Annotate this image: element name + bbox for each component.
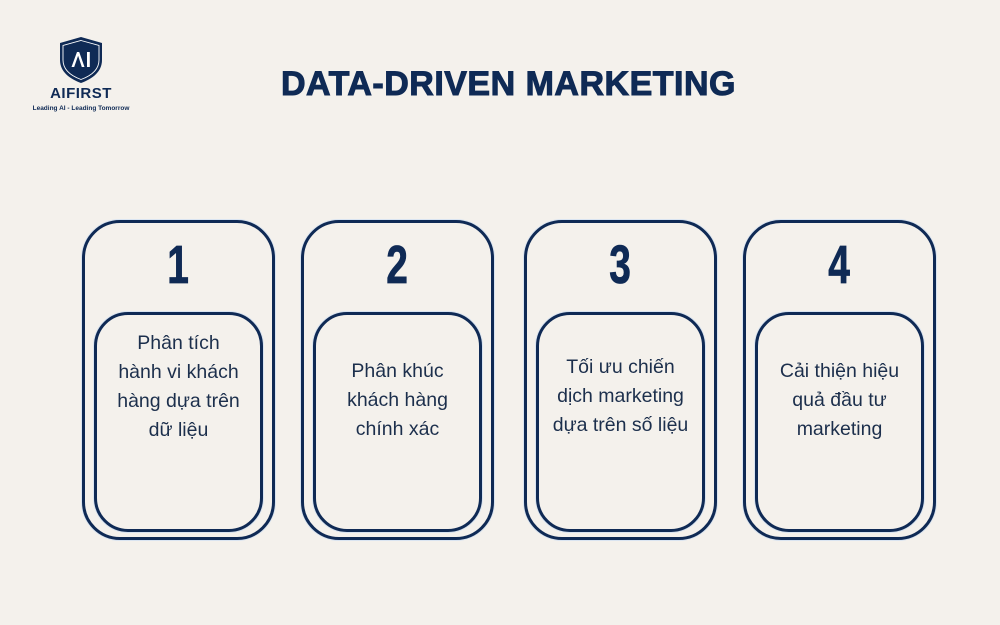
step-number: 4 <box>828 235 851 295</box>
shield-logo-icon <box>60 37 102 83</box>
step-text-line: hàng dựa trên <box>117 390 240 412</box>
step-card-2: 2 Phân khúc khách hàng chính xác <box>301 220 494 540</box>
step-text: Tối ưu chiến dịch marketing dựa trên số … <box>541 353 700 440</box>
aifirst-logo: AIFIRST Leading AI - Leading Tomorrow <box>26 36 136 113</box>
step-text-line: Phân tích <box>137 332 220 354</box>
step-card-3: 3 Tối ưu chiến dịch marketing dựa trên s… <box>524 220 717 540</box>
step-number: 2 <box>386 235 409 295</box>
step-text: Phân khúc khách hàng chính xác <box>322 357 473 444</box>
step-text-line: dữ liệu <box>148 419 209 441</box>
step-text: Cải thiện hiệu quả đầu tư marketing <box>764 357 915 444</box>
step-text-line: hành vi khách <box>118 361 239 383</box>
brand-name: AIFIRST <box>50 85 112 102</box>
step-text: Phân tích hành vi khách hàng dựa trên dữ… <box>103 329 254 445</box>
step-card-4: 4 Cải thiện hiệu quả đầu tư marketing <box>743 220 936 540</box>
step-content-box: Tối ưu chiến dịch marketing dựa trên số … <box>536 312 705 532</box>
step-text-line: Tối ưu chiến <box>566 356 675 378</box>
step-text-line: Phân khúc <box>351 360 444 382</box>
step-number: 3 <box>609 235 632 295</box>
step-content-box: Cải thiện hiệu quả đầu tư marketing <box>755 312 924 532</box>
step-text-line: marketing <box>796 418 883 440</box>
step-text-line: chính xác <box>355 418 440 440</box>
step-number: 1 <box>167 235 190 295</box>
step-text-line: quả đầu tư <box>792 389 887 411</box>
page-title: DATA-DRIVEN MARKETING <box>281 65 737 104</box>
step-content-box: Phân khúc khách hàng chính xác <box>313 312 482 532</box>
step-content-box: Phân tích hành vi khách hàng dựa trên dữ… <box>94 312 263 532</box>
step-text-line: Cải thiện hiệu <box>779 360 900 382</box>
step-text-line: dựa trên số liệu <box>552 414 689 436</box>
step-card-1: 1 Phân tích hành vi khách hàng dựa trên … <box>82 220 275 540</box>
step-text-line: khách hàng <box>347 389 448 411</box>
brand-tagline: Leading AI - Leading Tomorrow <box>32 105 130 112</box>
step-text-line: dịch marketing <box>557 385 684 407</box>
